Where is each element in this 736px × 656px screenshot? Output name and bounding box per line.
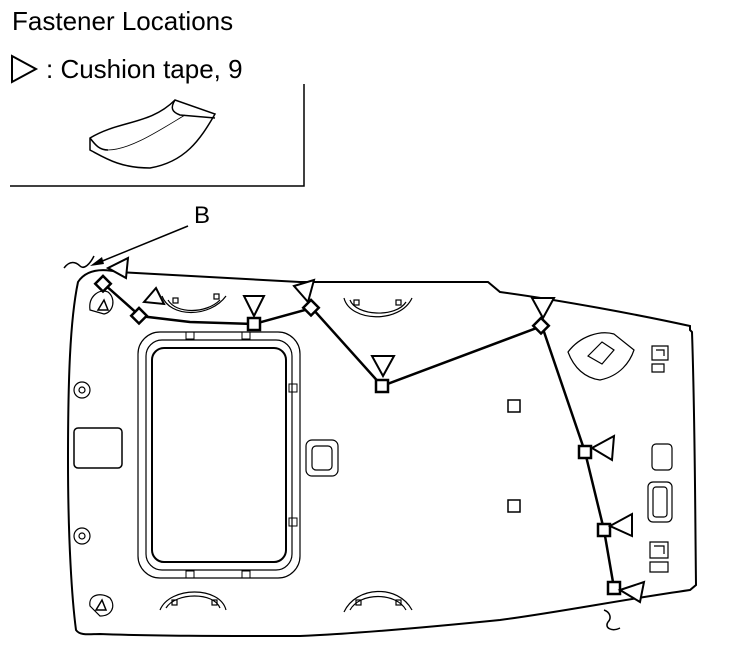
- diagram-title: Fastener Locations: [12, 6, 234, 36]
- headliner-outline: [63, 255, 698, 638]
- inset-frame: [10, 84, 305, 187]
- legend-text: : Cushion tape, 9: [46, 54, 243, 84]
- cushion-tape-illustration: [89, 99, 217, 169]
- sunroof-opening: [137, 331, 301, 579]
- callout-label-b: B: [194, 202, 211, 229]
- triangle-outline-icon: [11, 54, 39, 84]
- cushion-tape-markers: [105, 256, 646, 604]
- callout-leader: [90, 225, 189, 266]
- wire-harness: [103, 283, 616, 589]
- harness-clips: [93, 274, 622, 596]
- headliner-features: [73, 290, 673, 617]
- legend: : Cushion tape, 9: [10, 54, 243, 84]
